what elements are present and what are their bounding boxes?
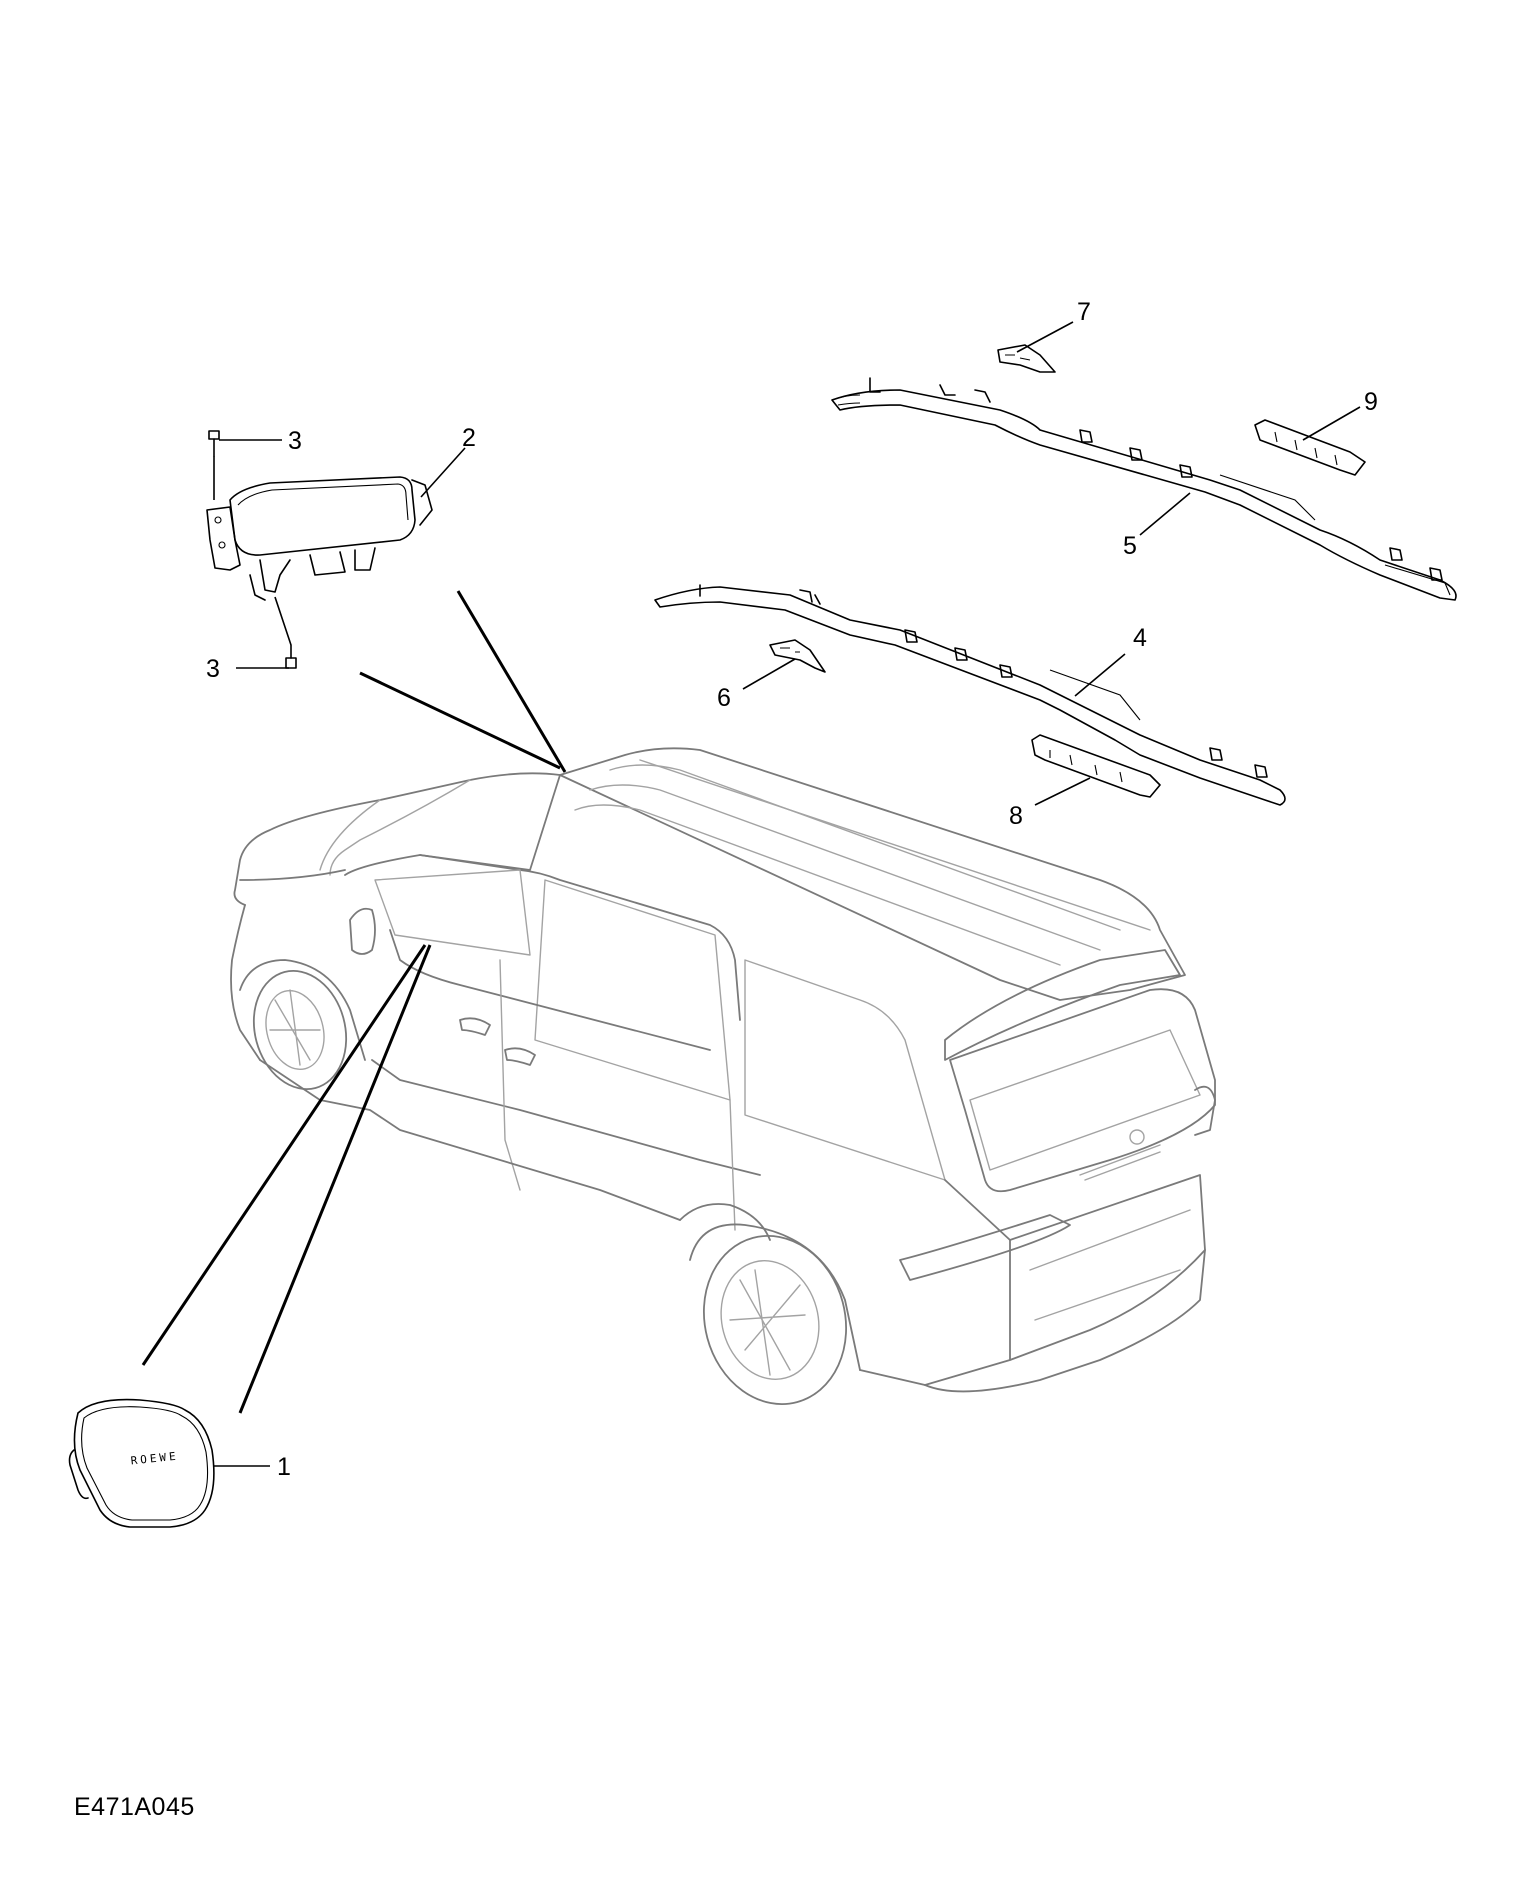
callout-8: 8 — [1009, 802, 1023, 830]
steering-emblem-text: ROEWE — [130, 1450, 179, 1468]
callout-numbers: 1 2 3 3 4 5 6 7 8 9 — [206, 298, 1378, 1481]
curtain-airbag-upper — [831, 377, 1457, 601]
fastener-bolt-top — [208, 430, 220, 457]
fastener-bolt-bottom — [285, 644, 297, 669]
drawing-reference-id: E471A045 — [74, 1793, 195, 1821]
bracket-9 — [1254, 419, 1366, 476]
callout-9: 9 — [1364, 388, 1378, 416]
callout-5: 5 — [1123, 532, 1137, 560]
bracket-7 — [997, 344, 1056, 373]
curtain-airbag-lower — [654, 584, 1286, 806]
bracket-8 — [1031, 734, 1161, 798]
callout-4: 4 — [1133, 624, 1147, 652]
callout-6: 6 — [717, 684, 731, 712]
pointer-lines — [141, 590, 567, 1414]
vehicle-outline — [230, 747, 1216, 1405]
callout-3-bottom: 3 — [206, 655, 220, 683]
callout-leaders — [213, 321, 1361, 1467]
callout-7: 7 — [1077, 298, 1091, 326]
driver-airbag-module: ROEWE — [68, 1398, 215, 1528]
bracket-6 — [769, 639, 826, 673]
passenger-airbag-module — [206, 476, 433, 601]
callout-2: 2 — [462, 424, 476, 452]
callout-3-top: 3 — [288, 427, 302, 455]
callout-1: 1 — [277, 1453, 291, 1481]
